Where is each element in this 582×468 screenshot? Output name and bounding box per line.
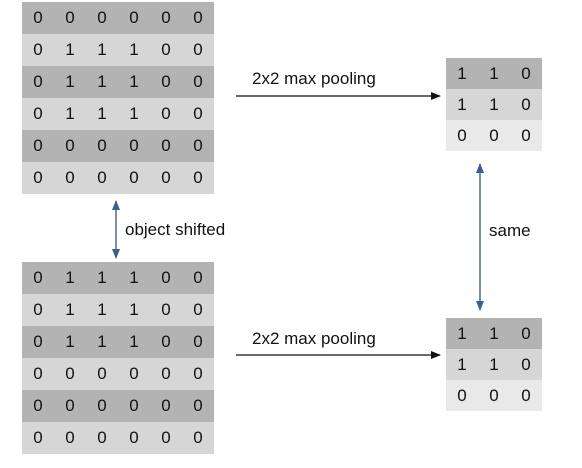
grid-cell: 0 xyxy=(182,422,214,454)
grid-cell: 0 xyxy=(54,422,86,454)
grid-cell: 0 xyxy=(182,34,214,66)
grid-cell: 0 xyxy=(478,380,510,411)
grid-cell: 0 xyxy=(150,422,182,454)
grid-cell: 1 xyxy=(446,349,478,380)
grid-cell: 1 xyxy=(118,98,150,130)
grid-cell: 1 xyxy=(478,58,510,89)
grid-cell: 0 xyxy=(150,294,182,326)
grid-cell: 0 xyxy=(150,34,182,66)
grid-cell: 0 xyxy=(54,2,86,34)
grid-cell: 0 xyxy=(182,98,214,130)
grid-cell: 0 xyxy=(182,326,214,358)
grid-cell: 0 xyxy=(22,294,54,326)
grid-cell: 0 xyxy=(118,358,150,390)
grid-cell: 0 xyxy=(150,262,182,294)
grid-cell: 1 xyxy=(478,349,510,380)
grid-cell: 1 xyxy=(86,98,118,130)
grid-cell: 0 xyxy=(150,326,182,358)
grid-cell: 1 xyxy=(118,294,150,326)
grid-cell: 0 xyxy=(22,262,54,294)
grid-cell: 0 xyxy=(22,130,54,162)
pool-label-top: 2x2 max pooling xyxy=(252,69,376,88)
grid-cell: 0 xyxy=(54,358,86,390)
grid-cell: 1 xyxy=(478,89,510,120)
grid-cell: 1 xyxy=(446,318,478,349)
grid-cell: 1 xyxy=(54,98,86,130)
grid-cell: 0 xyxy=(54,162,86,194)
grid-cell: 0 xyxy=(478,120,510,151)
grid-cell: 1 xyxy=(446,89,478,120)
grid-cell: 0 xyxy=(150,130,182,162)
grid-cell: 0 xyxy=(150,2,182,34)
grid-cell: 0 xyxy=(22,162,54,194)
grid-cell: 0 xyxy=(22,422,54,454)
grid-cell: 1 xyxy=(118,66,150,98)
grid-cell: 0 xyxy=(118,162,150,194)
shifted-label: object shifted xyxy=(125,220,226,239)
grid-cell: 1 xyxy=(478,318,510,349)
grid-cell: 0 xyxy=(22,2,54,34)
grid-cell: 1 xyxy=(54,66,86,98)
grid-cell: 0 xyxy=(54,390,86,422)
grid-cell: 1 xyxy=(54,294,86,326)
grid-cell: 0 xyxy=(510,380,542,411)
grid-cell: 0 xyxy=(510,89,542,120)
grid-cell: 1 xyxy=(86,34,118,66)
grid-cell: 0 xyxy=(86,422,118,454)
grid-cell: 0 xyxy=(182,2,214,34)
grid-cell: 1 xyxy=(86,66,118,98)
grid-cell: 0 xyxy=(510,318,542,349)
grid-cell: 0 xyxy=(22,326,54,358)
grid-cell: 1 xyxy=(54,34,86,66)
grid-cell: 1 xyxy=(118,34,150,66)
grid-cell: 0 xyxy=(182,294,214,326)
grid-cell: 0 xyxy=(510,349,542,380)
grid-cell: 0 xyxy=(182,358,214,390)
grid-cell: 0 xyxy=(86,2,118,34)
grid-cell: 0 xyxy=(118,422,150,454)
grid-cell: 0 xyxy=(182,390,214,422)
grid-cell: 0 xyxy=(22,358,54,390)
grid-cell: 0 xyxy=(22,98,54,130)
same-label: same xyxy=(489,221,531,240)
grid-cell: 1 xyxy=(118,326,150,358)
grid-cell: 1 xyxy=(86,326,118,358)
grid-cell: 0 xyxy=(150,390,182,422)
grid-cell: 0 xyxy=(446,120,478,151)
grid-cell: 0 xyxy=(182,66,214,98)
grid-cell: 1 xyxy=(86,294,118,326)
grid-cell: 0 xyxy=(22,390,54,422)
grid-cell: 0 xyxy=(118,2,150,34)
grid-cell: 0 xyxy=(118,130,150,162)
grid-cell: 0 xyxy=(150,358,182,390)
grid-cell: 0 xyxy=(86,390,118,422)
grid-cell: 0 xyxy=(22,34,54,66)
grid-cell: 0 xyxy=(150,162,182,194)
grid-cell: 0 xyxy=(446,380,478,411)
grid-cell: 0 xyxy=(86,358,118,390)
grid-cell: 0 xyxy=(22,66,54,98)
grid-cell: 0 xyxy=(150,66,182,98)
grid-cell: 1 xyxy=(86,262,118,294)
grid-cell: 1 xyxy=(54,326,86,358)
grid-cell: 0 xyxy=(510,120,542,151)
pool-label-bottom: 2x2 max pooling xyxy=(252,329,376,348)
grid-cell: 0 xyxy=(54,130,86,162)
grid-cell: 0 xyxy=(118,390,150,422)
grid-cell: 0 xyxy=(182,262,214,294)
grid-cell: 0 xyxy=(182,162,214,194)
grid-cell: 0 xyxy=(510,58,542,89)
grid-cell: 0 xyxy=(86,130,118,162)
grid-cell: 0 xyxy=(150,98,182,130)
grid-cell: 0 xyxy=(86,162,118,194)
grid-cell: 1 xyxy=(446,58,478,89)
grid-cell: 0 xyxy=(182,130,214,162)
grid-cell: 1 xyxy=(54,262,86,294)
grid-cell: 1 xyxy=(118,262,150,294)
